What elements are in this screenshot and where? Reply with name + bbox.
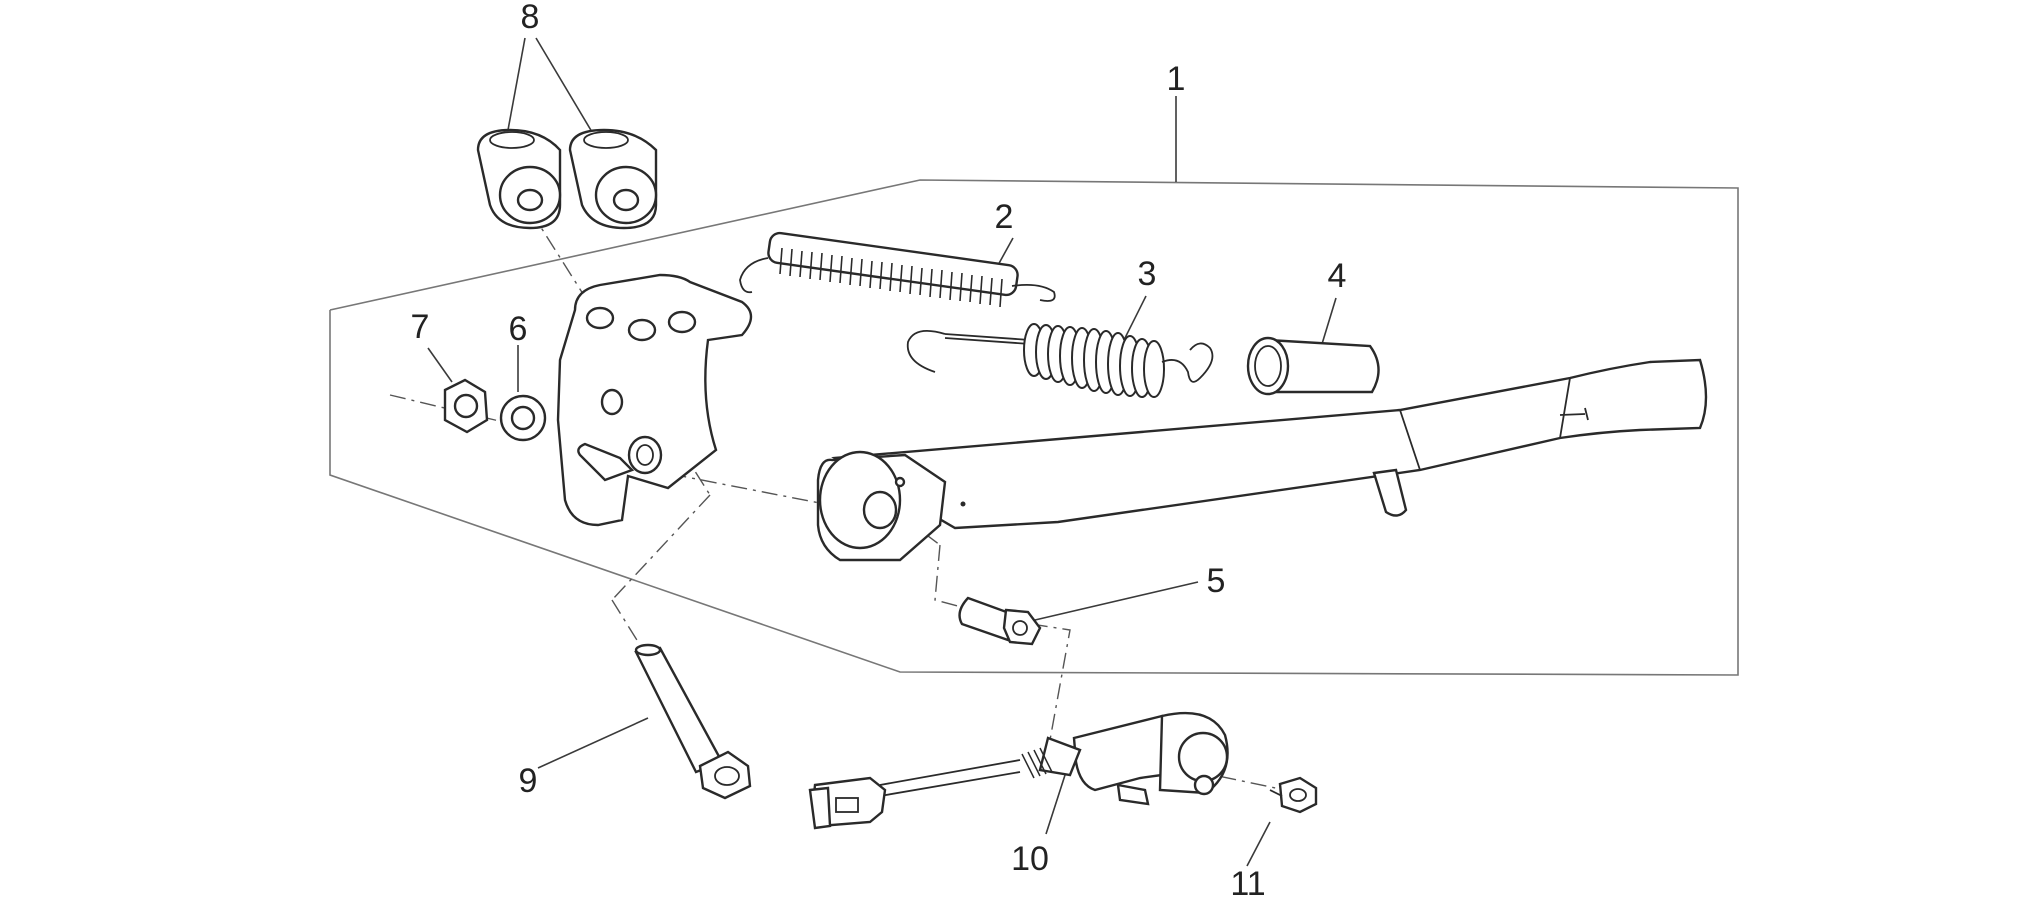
- label-part-7: 7: [411, 308, 430, 346]
- label-part-9: 9: [519, 762, 538, 800]
- label-part-6: 6: [509, 310, 528, 348]
- label-part-2: 2: [995, 198, 1014, 236]
- label-part-4: 4: [1328, 257, 1347, 295]
- label-part-10: 10: [1011, 840, 1049, 878]
- label-part-11: 11: [1230, 865, 1265, 898]
- stand-switch-sensor: [808, 711, 1229, 830]
- flange-screw: [1269, 776, 1318, 814]
- hex-nut: [443, 378, 489, 434]
- label-part-1: 1: [1167, 60, 1186, 98]
- leader-lines: [427, 37, 1337, 867]
- side-stand-leg: [816, 358, 1708, 562]
- pivot-bolt: [634, 643, 752, 800]
- washer: [499, 394, 547, 442]
- sleeve-tube: [1246, 336, 1380, 396]
- label-part-5: 5: [1207, 562, 1226, 600]
- assembly-frame: [329, 179, 1739, 676]
- mounting-bracket: [556, 273, 753, 527]
- adjuster-bolt: [958, 596, 1042, 646]
- spring-long: [739, 231, 1056, 308]
- label-part-8: 8: [521, 0, 540, 36]
- label-part-3: 3: [1138, 255, 1157, 293]
- bushing-right: [568, 128, 658, 230]
- bushing-left: [476, 128, 562, 230]
- spring-short: [906, 323, 1214, 398]
- part-labels: 1 2 3 4 5 6 7 8 9 10 11: [411, 0, 1347, 903]
